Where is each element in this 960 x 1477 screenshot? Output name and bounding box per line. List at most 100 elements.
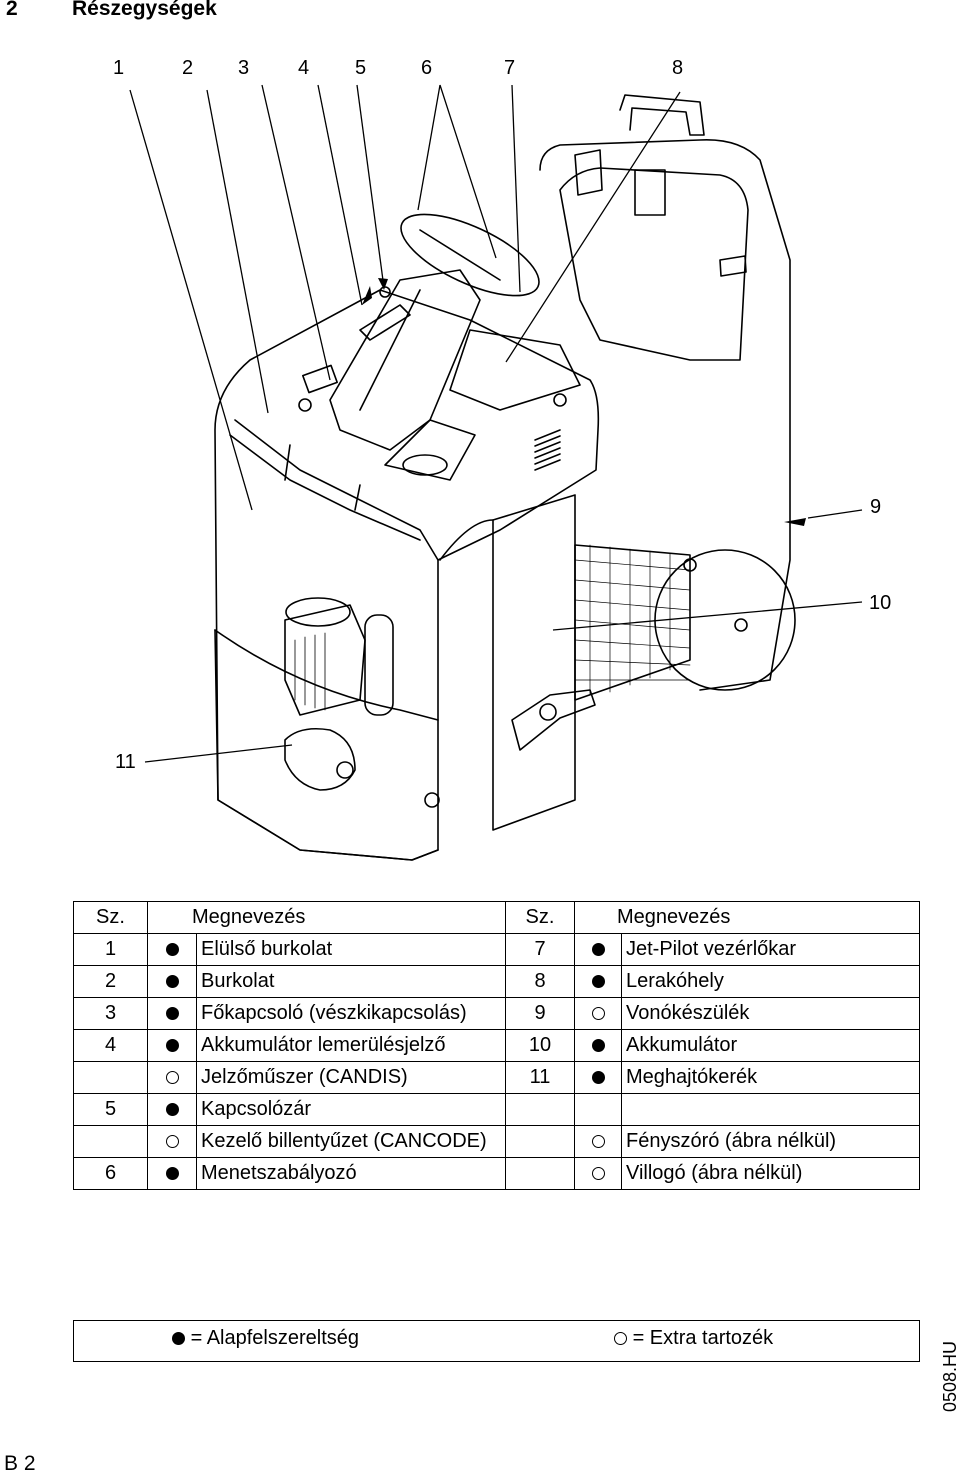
filled-dot-icon [172,1332,185,1345]
header-num-left: Sz. [73,901,148,934]
item-name: Lerakóhely [621,965,920,998]
item-number: 10 [505,1029,575,1062]
item-status [574,1125,622,1158]
item-status [574,1029,622,1062]
legend-extra-label: = Extra tartozék [632,1327,774,1349]
item-name: Kapcsolózár [196,1093,506,1126]
item-number: 5 [73,1093,148,1126]
section-number: 2 [6,0,18,20]
header-name-right-text: Megnevezés [617,906,731,928]
item-status [574,1061,622,1094]
item-number: 2 [73,965,148,998]
item-status [147,1157,197,1190]
legend-extra: = Extra tartozék [614,1327,773,1350]
callout-8: 8 [672,57,684,79]
item-name: Meghajtókerék [621,1061,920,1094]
item-name: Fényszóró (ábra nélkül) [621,1125,920,1158]
item-number: 9 [505,997,575,1030]
hollow-dot-icon [591,1167,605,1180]
filled-dot-icon [165,1007,179,1020]
filled-dot-icon [591,975,605,988]
item-number: 3 [73,997,148,1030]
item-name: Elülső burkolat [196,933,506,966]
callout-6: 6 [421,57,433,79]
header-num-right: Sz. [505,901,575,934]
truck-illustration [129,84,863,861]
item-status [574,997,622,1030]
item-status [147,1125,197,1158]
item-number: 8 [505,965,575,998]
callout-3: 3 [238,57,250,79]
filled-dot-icon [165,1103,179,1116]
callout-5: 5 [355,57,367,79]
item-number: 7 [505,933,575,966]
header-name-left: Megnevezés [147,901,506,934]
item-status [147,965,197,998]
item-status [574,965,622,998]
item-number [73,1125,148,1158]
filled-dot-icon [165,1167,179,1180]
hollow-dot-icon [591,1135,605,1148]
item-name: Kezelő billentyűzet (CANCODE) [196,1125,506,1158]
item-status [147,1061,197,1094]
callout-10: 10 [869,592,892,614]
header-name-left-text: Megnevezés [192,906,306,928]
item-name: Menetszabályozó [196,1157,506,1190]
item-name: Villogó (ábra nélkül) [621,1157,920,1190]
hollow-dot-icon [614,1332,627,1345]
item-number: 6 [73,1157,148,1190]
item-status [147,1093,197,1126]
table-row: Jelzőműszer (CANDIS)11 Meghajtókerék [73,1061,920,1094]
callout-2: 2 [182,57,194,79]
table-row: 3 Főkapcsoló (vészkikapcsolás)9 Vonókészül… [73,997,920,1030]
item-number [73,1061,148,1094]
header-name-right: Megnevezés [574,901,920,934]
callout-1: 1 [113,57,125,79]
filled-dot-icon [591,1071,605,1084]
item-number: 11 [505,1061,575,1094]
item-status [147,997,197,1030]
legend-box: = Alapfelszereltség = Extra tartozék [73,1320,920,1362]
callout-9: 9 [870,496,882,518]
doc-code: 0508.HU [940,1340,960,1412]
item-number [505,1093,575,1126]
item-number [505,1125,575,1158]
item-status [147,933,197,966]
filled-dot-icon [165,1039,179,1052]
table-header-row: Sz. Megnevezés Sz. Megnevezés [73,901,920,934]
item-status [574,1157,622,1190]
table-row: Kezelő billentyűzet (CANCODE) Fényszóró (… [73,1125,920,1158]
item-name: Jet-Pilot vezérlőkar [621,933,920,966]
item-status [574,1093,622,1126]
filled-dot-icon [591,1039,605,1052]
item-number [505,1157,575,1190]
item-number: 4 [73,1029,148,1062]
table-row: 6 Menetszabályozó Villogó (ábra nélkül) [73,1157,920,1190]
page-number: B 2 [4,1452,36,1475]
item-name: Akkumulátor [621,1029,920,1062]
item-name [621,1093,920,1126]
item-name: Vonókészülék [621,997,920,1030]
filled-dot-icon [591,943,605,956]
legend-standard: = Alapfelszereltség [172,1327,359,1350]
item-status [574,933,622,966]
filled-dot-icon [165,943,179,956]
legend-standard-label: = Alapfelszereltség [190,1327,359,1349]
item-name: Akkumulátor lemerülésjelző [196,1029,506,1062]
hollow-dot-icon [591,1007,605,1020]
hollow-dot-icon [165,1071,179,1084]
item-name: Főkapcsoló (vészkikapcsolás) [196,997,506,1030]
callout-4: 4 [298,57,310,79]
callout-7: 7 [504,57,516,79]
item-name: Burkolat [196,965,506,998]
filled-dot-icon [165,975,179,988]
hollow-dot-icon [165,1135,179,1148]
table-row: 5 Kapcsolózár [73,1093,920,1126]
item-name: Jelzőműszer (CANDIS) [196,1061,506,1094]
item-status [147,1029,197,1062]
callout-11: 11 [115,751,136,773]
